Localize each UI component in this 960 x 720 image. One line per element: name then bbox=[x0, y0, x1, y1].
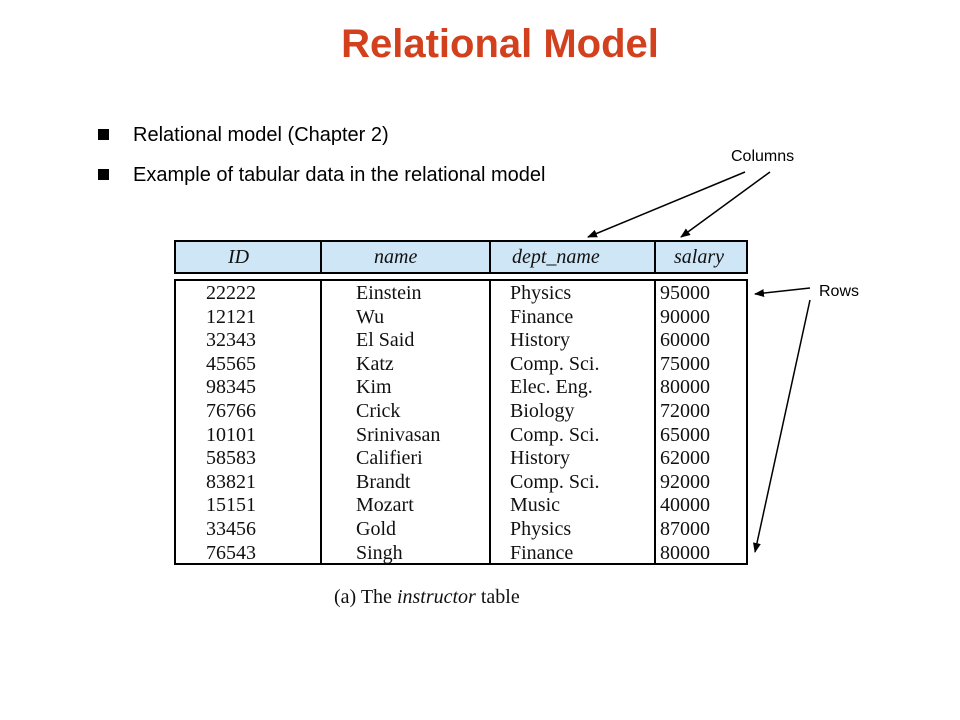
cell-salary: 62000 bbox=[660, 447, 710, 470]
header-salary: salary bbox=[674, 246, 724, 268]
cell-dept-name: Music bbox=[510, 494, 560, 517]
bullet-text: Relational model (Chapter 2) bbox=[133, 124, 389, 146]
bullet-item: Relational model (Chapter 2) bbox=[98, 122, 545, 162]
cell-id: 76766 bbox=[206, 400, 256, 422]
table-row: 83821 Brandt Comp. Sci. 92000 bbox=[176, 470, 746, 494]
cell-id: 76543 bbox=[206, 541, 256, 564]
cell-id: 15151 bbox=[206, 494, 256, 517]
cell-dept-name: Finance bbox=[510, 541, 574, 564]
cell-name: Califieri bbox=[356, 447, 423, 470]
bullet-text: Example of tabular data in the relationa… bbox=[133, 164, 546, 186]
bullet-square-icon bbox=[98, 129, 109, 140]
cell-dept-name: Finance bbox=[510, 305, 574, 328]
cell-name: El Said bbox=[356, 329, 415, 352]
header-divider bbox=[489, 240, 491, 274]
arrow-to-last-row bbox=[753, 299, 811, 553]
table-row: 22222 Einstein Physics 95000 bbox=[176, 281, 746, 305]
cell-id: 33456 bbox=[206, 518, 256, 540]
cell-dept-name: History bbox=[510, 329, 570, 352]
cell-dept-name: Elec. Eng. bbox=[510, 376, 593, 399]
cell-name: Katz bbox=[356, 352, 394, 375]
table-row: 15151 Mozart Music 40000 bbox=[176, 493, 746, 517]
columns-label: Columns bbox=[731, 148, 795, 165]
table-row: 58583 Califieri History 62000 bbox=[176, 446, 746, 470]
header-divider bbox=[320, 240, 322, 274]
table-row: 12121 Wu Finance 90000 bbox=[176, 305, 746, 329]
column-divider bbox=[489, 279, 491, 565]
caption-suffix: table bbox=[475, 586, 520, 608]
cell-id: 83821 bbox=[206, 470, 256, 493]
column-divider bbox=[654, 279, 656, 565]
table-caption: (a) The instructor table bbox=[334, 586, 520, 609]
cell-name: Brandt bbox=[356, 470, 411, 493]
bullet-list: Relational model (Chapter 2) Example of … bbox=[98, 122, 545, 202]
table-row: 76543 Singh Finance 80000 bbox=[176, 541, 746, 565]
cell-id: 98345 bbox=[206, 376, 256, 399]
cell-salary: 60000 bbox=[660, 329, 710, 352]
cell-id: 45565 bbox=[206, 352, 256, 375]
cell-name: Srinivasan bbox=[356, 423, 441, 446]
cell-salary: 80000 bbox=[660, 541, 710, 564]
cell-dept-name: Comp. Sci. bbox=[510, 470, 600, 493]
cell-dept-name: Comp. Sci. bbox=[510, 352, 600, 375]
cell-dept-name: Physics bbox=[510, 518, 572, 540]
cell-id: 32343 bbox=[206, 329, 256, 352]
cell-name: Mozart bbox=[356, 494, 414, 517]
cell-name: Singh bbox=[356, 541, 403, 564]
cell-salary: 92000 bbox=[660, 470, 710, 493]
cell-dept-name: Comp. Sci. bbox=[510, 423, 600, 446]
cell-id: 22222 bbox=[206, 282, 256, 304]
header-dept-name: dept_name bbox=[512, 246, 600, 268]
cell-salary: 95000 bbox=[660, 282, 710, 304]
cell-salary: 90000 bbox=[660, 305, 710, 328]
cell-salary: 80000 bbox=[660, 376, 710, 399]
table-row: 98345 Kim Elec. Eng. 80000 bbox=[176, 375, 746, 399]
caption-prefix: (a) The bbox=[334, 586, 397, 608]
cell-id: 10101 bbox=[206, 423, 256, 446]
table-row: 10101 Srinivasan Comp. Sci. 65000 bbox=[176, 423, 746, 447]
cell-salary: 72000 bbox=[660, 400, 710, 422]
arrow-to-salary-column bbox=[680, 171, 771, 238]
table-row: 32343 El Said History 60000 bbox=[176, 328, 746, 352]
arrow-to-dept-column bbox=[587, 171, 746, 238]
cell-name: Kim bbox=[356, 376, 392, 399]
cell-salary: 65000 bbox=[660, 423, 710, 446]
cell-name: Einstein bbox=[356, 282, 422, 304]
cell-name: Gold bbox=[356, 518, 396, 540]
cell-salary: 87000 bbox=[660, 518, 710, 540]
caption-emphasis: instructor bbox=[396, 586, 476, 608]
cell-salary: 40000 bbox=[660, 494, 710, 517]
table-row: 33456 Gold Physics 87000 bbox=[176, 517, 746, 541]
table-row: 76766 Crick Biology 72000 bbox=[176, 399, 746, 423]
cell-dept-name: Biology bbox=[510, 400, 575, 422]
arrow-to-first-row bbox=[754, 287, 811, 298]
bullet-square-icon bbox=[98, 169, 109, 180]
table-row: 45565 Katz Comp. Sci. 75000 bbox=[176, 352, 746, 376]
cell-salary: 75000 bbox=[660, 352, 710, 375]
header-id: ID bbox=[228, 246, 250, 268]
header-divider bbox=[654, 240, 656, 274]
cell-dept-name: History bbox=[510, 447, 570, 470]
bullet-item: Example of tabular data in the relationa… bbox=[98, 162, 545, 202]
cell-dept-name: Physics bbox=[510, 282, 572, 304]
cell-name: Wu bbox=[356, 305, 385, 328]
cell-id: 12121 bbox=[206, 305, 256, 328]
page-title: Relational Model bbox=[341, 22, 659, 66]
column-divider bbox=[320, 279, 322, 565]
header-name: name bbox=[374, 246, 418, 268]
cell-name: Crick bbox=[356, 400, 401, 422]
cell-id: 58583 bbox=[206, 447, 256, 470]
table-header-row: ID name dept_name salary bbox=[174, 240, 748, 274]
rows-label: Rows bbox=[819, 283, 860, 300]
